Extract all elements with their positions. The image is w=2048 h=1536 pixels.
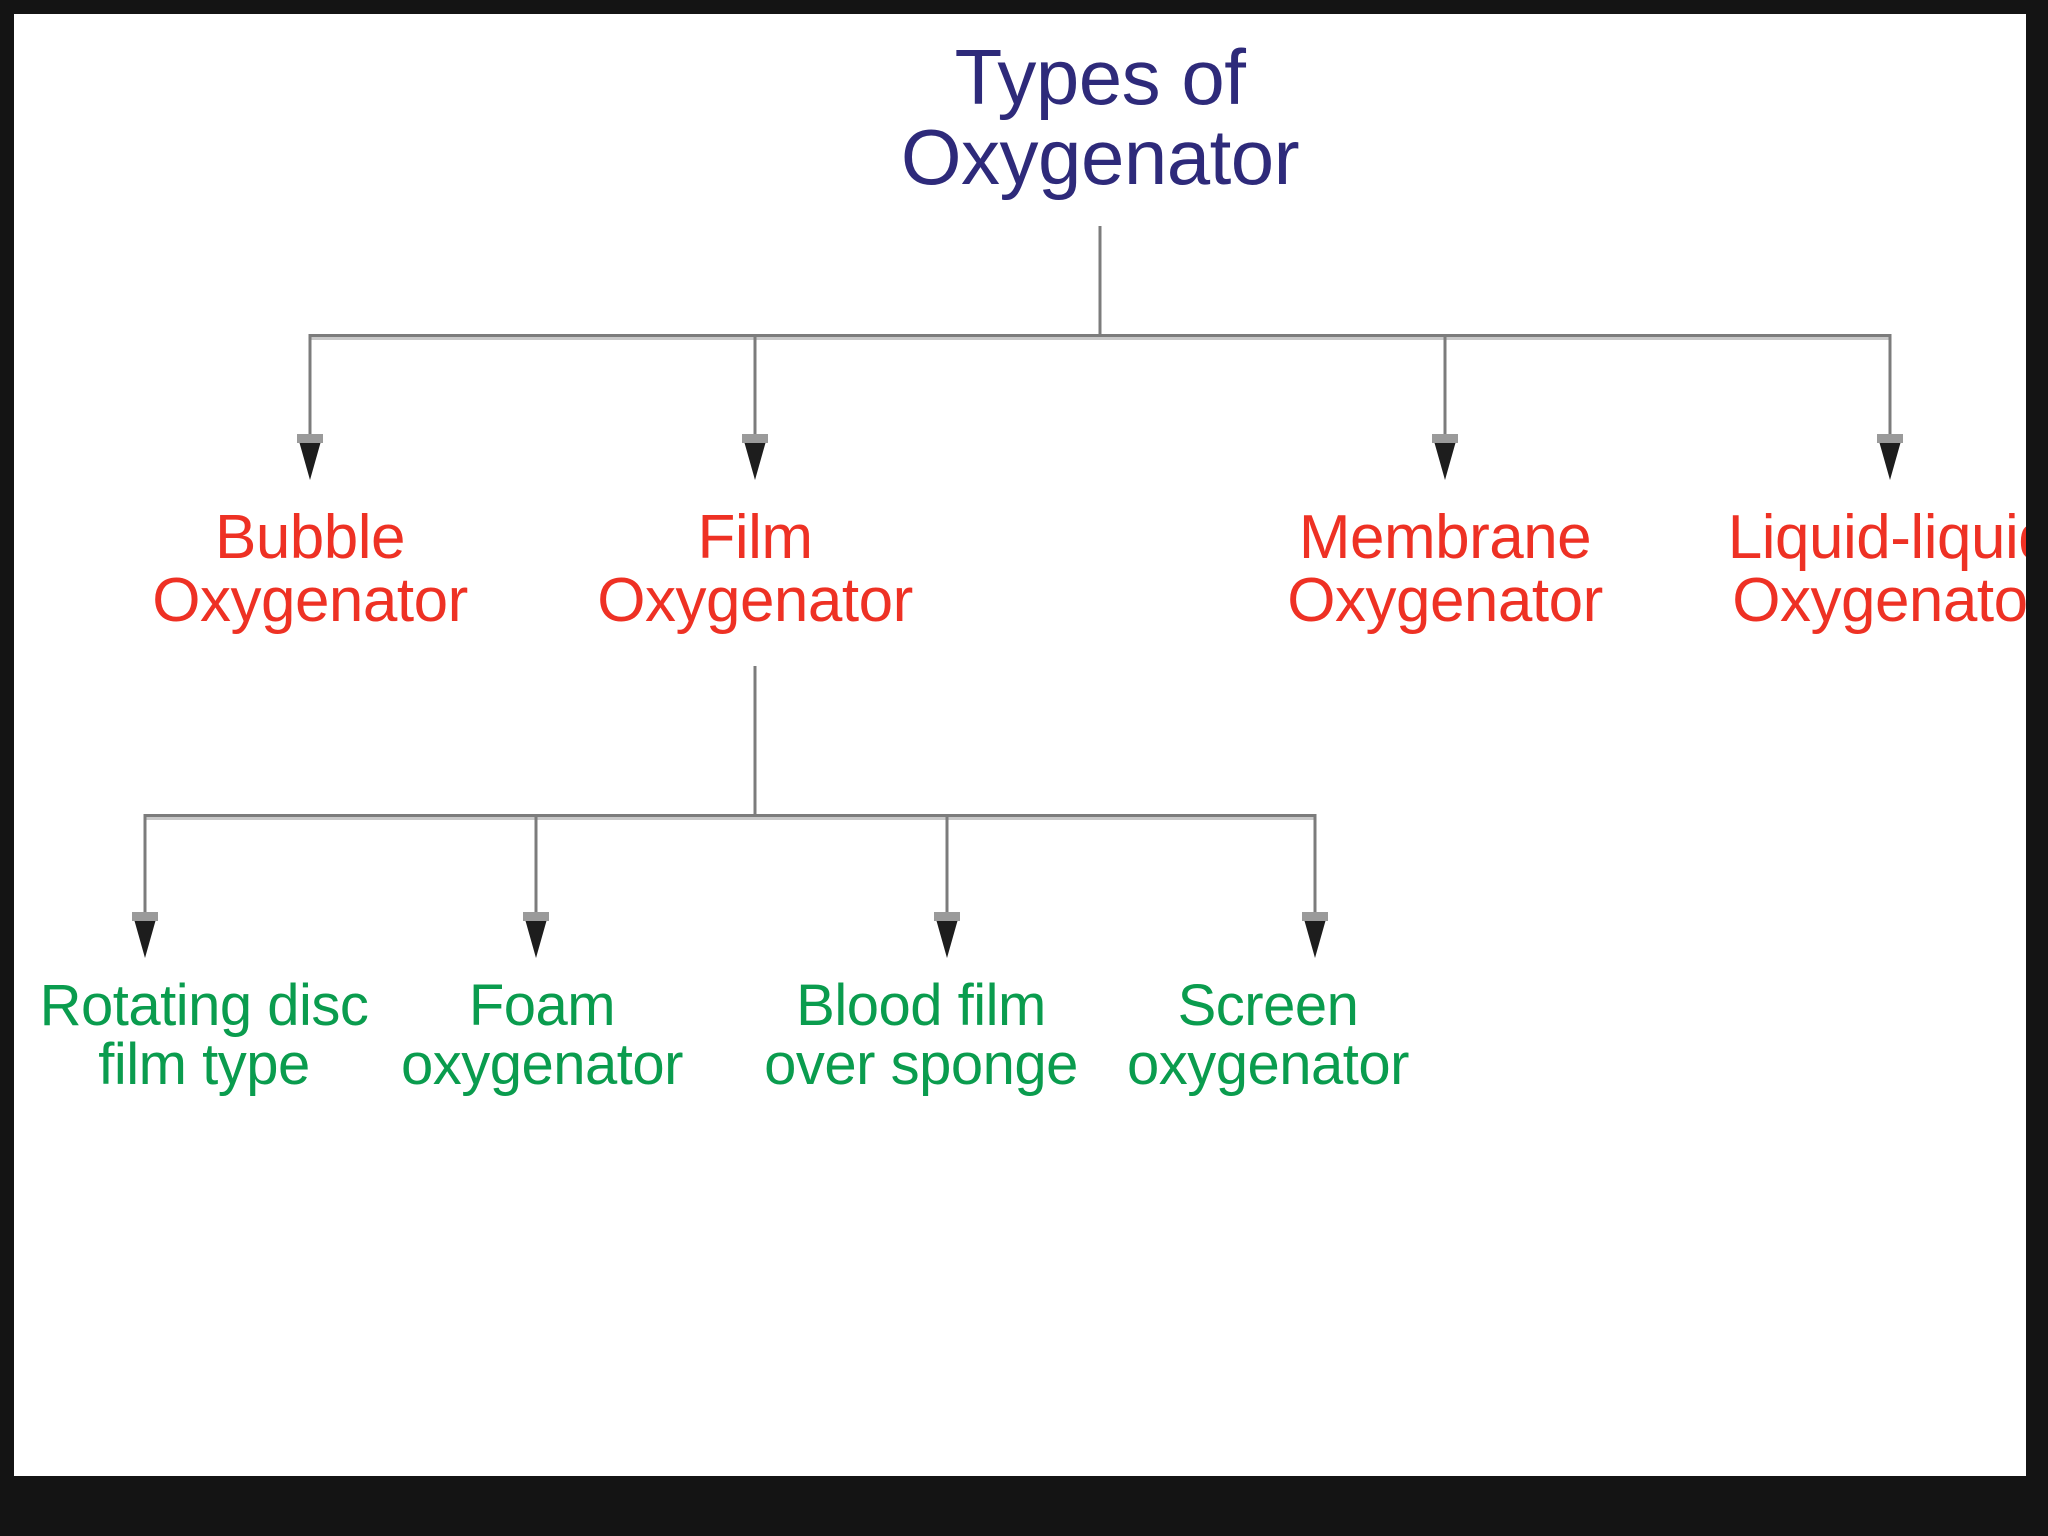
level2-node-liquid-liquid-oxygenator: Liquid-liquid Oxygenator	[1727, 503, 2026, 636]
level3-node-blood-film-over-sponge: Blood film over sponge	[764, 976, 1078, 1094]
arrowhead-rotating-disc	[132, 912, 158, 958]
level2-label-line1: Film	[697, 503, 813, 572]
level2-label-line2: Oxygenator	[1287, 566, 1603, 636]
connector-level2-bus	[310, 334, 1890, 340]
arrowhead-liquid-liquid	[1877, 434, 1903, 480]
level3-label-line1: Foam	[468, 973, 616, 1038]
level2-label-line2: Oxygenator	[1732, 566, 2026, 636]
connector-drop-film	[753, 334, 757, 434]
level2-label-line1: Membrane	[1298, 503, 1592, 572]
level2-label-line2: Oxygenator	[152, 566, 468, 636]
connector-drop-bubble	[308, 334, 312, 434]
root-label-line1: Types of	[954, 33, 1246, 121]
connector-drop-blood-film	[945, 814, 949, 912]
connector-drop-foam	[534, 814, 538, 912]
arrowhead-foam	[523, 912, 549, 958]
arrowhead-film	[742, 434, 768, 480]
level2-label-line1: Bubble	[214, 503, 406, 572]
level2-node-film-oxygenator: Film Oxygenator	[597, 503, 913, 636]
level3-label-line1: Screen	[1177, 973, 1359, 1038]
arrowhead-membrane	[1432, 434, 1458, 480]
level3-label-line2: oxygenator	[1127, 1032, 1409, 1098]
level2-node-membrane-oxygenator: Membrane Oxygenator	[1287, 503, 1603, 636]
arrowhead-blood-film	[934, 912, 960, 958]
connector-film-stem	[753, 666, 757, 816]
level2-node-bubble-oxygenator: Bubble Oxygenator	[152, 503, 468, 636]
root-label-line2: Oxygenator	[900, 112, 1300, 201]
connector-drop-membrane	[1443, 334, 1447, 434]
level3-label-line1: Rotating disc	[39, 973, 369, 1038]
diagram-page: Types of Oxygenator Bubble Oxygenator Fi…	[14, 14, 2026, 1476]
connector-root-stem	[1098, 226, 1102, 336]
connector-drop-rotating-disc	[143, 814, 147, 912]
level3-label-line2: over sponge	[764, 1032, 1078, 1098]
level3-node-rotating-disc-film-type: Rotating disc film type	[40, 976, 369, 1094]
connector-level3-bus	[145, 814, 1315, 820]
level3-label-line2: oxygenator	[401, 1032, 683, 1098]
arrowhead-screen	[1302, 912, 1328, 958]
level2-label-line1: Liquid-liquid	[1727, 503, 2026, 572]
connector-drop-screen	[1313, 814, 1317, 912]
level2-label-line2: Oxygenator	[597, 566, 913, 636]
level3-node-screen-oxygenator: Screen oxygenator	[1127, 976, 1409, 1094]
connector-drop-liquid-liquid	[1888, 334, 1892, 434]
level3-node-foam-oxygenator: Foam oxygenator	[401, 976, 683, 1094]
root-node-types-of-oxygenator: Types of Oxygenator	[900, 33, 1300, 201]
level3-label-line1: Blood film	[796, 973, 1046, 1038]
level3-label-line2: film type	[98, 1032, 310, 1098]
arrowhead-bubble	[297, 434, 323, 480]
